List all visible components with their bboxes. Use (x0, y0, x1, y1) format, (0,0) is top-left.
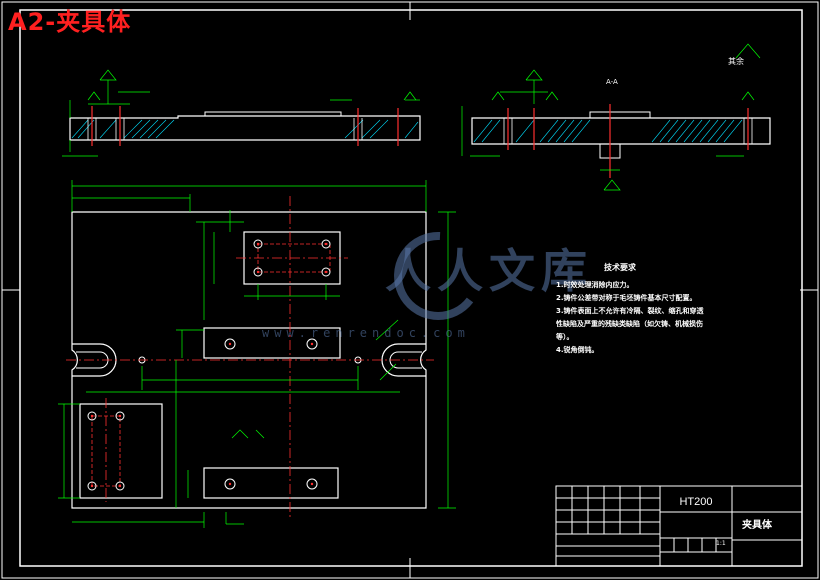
title-block-scale: 1:1 (716, 540, 726, 547)
watermark-text: 人人文库 (385, 244, 593, 298)
top-section-view-right (461, 43, 771, 191)
title-block (555, 485, 803, 567)
tech-req-line: 1.时效处理消除内应力。 (556, 281, 634, 289)
tech-req-line: 等）。 (556, 333, 574, 341)
top-section-view-left (62, 69, 421, 157)
tech-req-line: 2.铸件公差带对称于毛坯铸件基本尺寸配置。 (556, 294, 697, 302)
watermark-logo (394, 231, 474, 320)
main-plan-view (58, 180, 456, 528)
tech-req-line: 4.锐角倒钝。 (556, 346, 599, 354)
tech-req-line: 3.铸件表面上不允许有冷隔、裂纹、缩孔和穿透 (556, 307, 704, 315)
surface-roughness-note: 其余 (728, 57, 744, 66)
technical-requirements-title: 技术要求 (604, 263, 636, 272)
watermark-url: www.renrendoc.com (262, 326, 470, 340)
drawing-title: A2-夹具体 (8, 8, 132, 36)
inner-border (19, 9, 803, 567)
title-block-material: HT200 (679, 496, 713, 508)
title-block-part-name: 夹具体 (742, 520, 772, 531)
tech-req-line: 性缺陷及严重的残缺类缺陷（如欠铸、机械损伤 (556, 320, 703, 328)
section-label: A-A (606, 78, 618, 86)
